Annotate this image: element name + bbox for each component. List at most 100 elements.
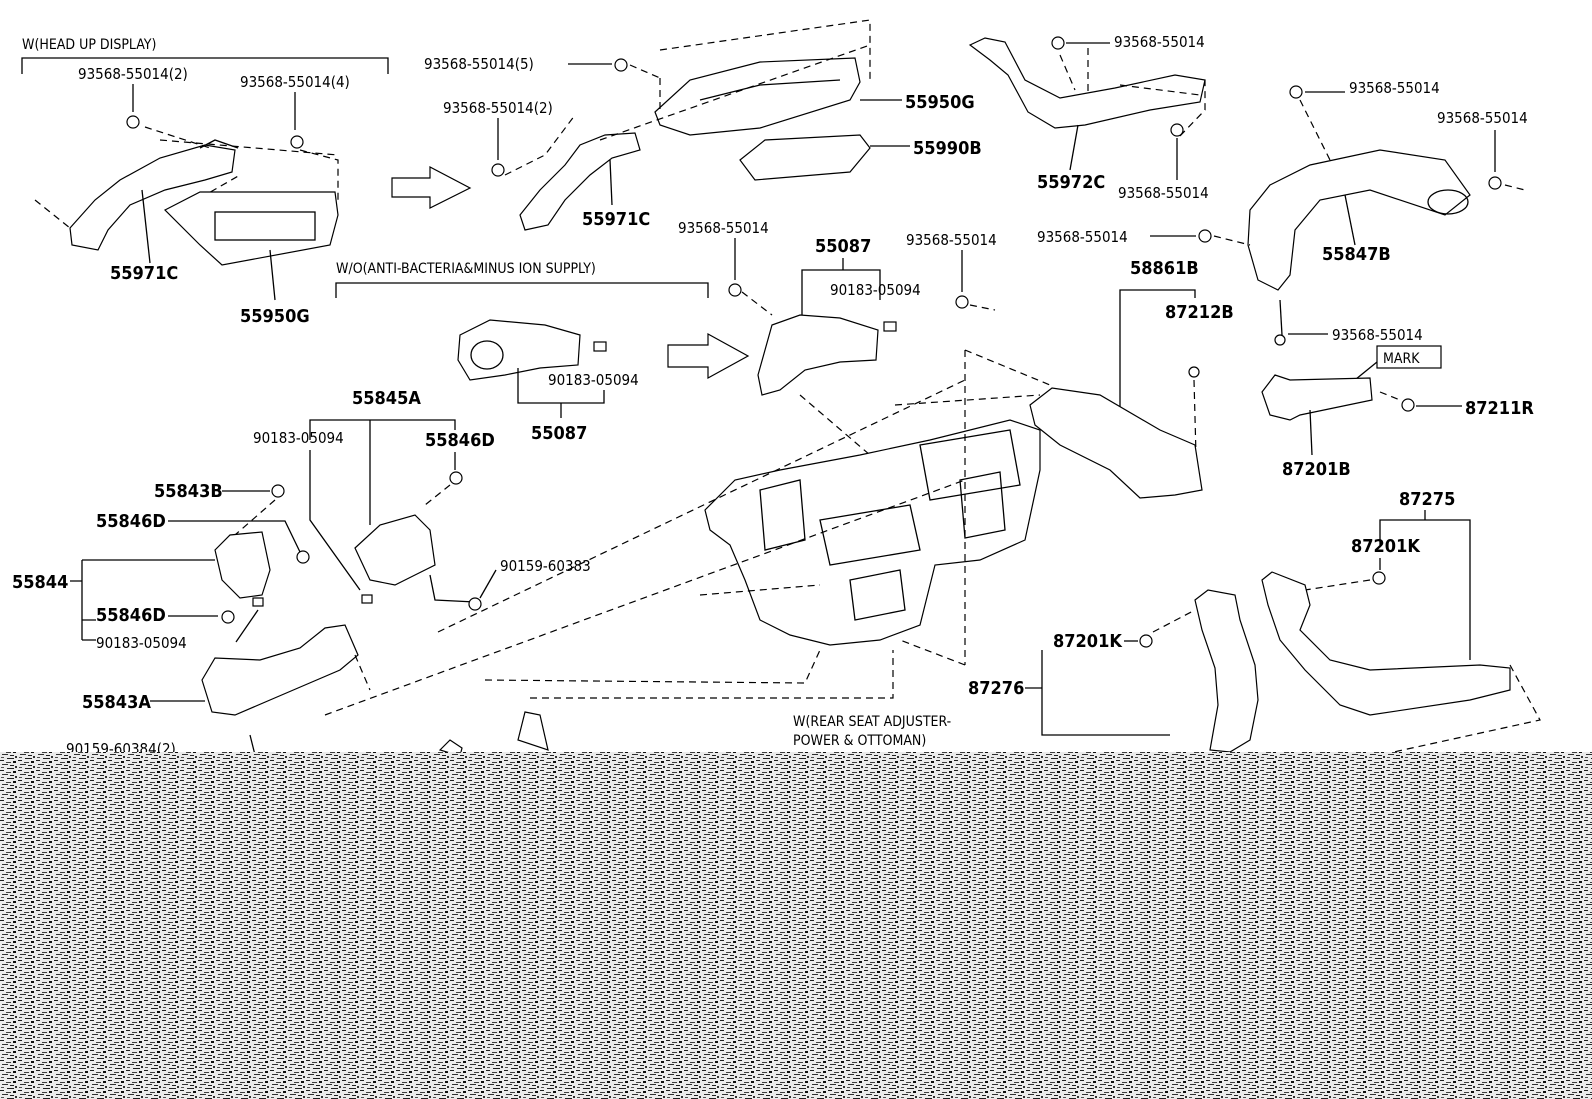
label-93568-55014-c2: 93568-55014 (906, 231, 997, 249)
label-58861b: 58861B (1130, 258, 1199, 279)
label-55950g-b: 55950G (905, 92, 975, 113)
screw-icon (468, 597, 482, 611)
leader-bracket (1119, 289, 1196, 420)
leader-bracket (1041, 650, 1170, 736)
screw-icon (1372, 571, 1386, 585)
duct-55843a-shape (201, 624, 359, 716)
clip-icon (1170, 123, 1184, 137)
leader-line (141, 189, 151, 264)
dashed-guide (299, 149, 339, 200)
duct-outline (199, 139, 239, 149)
dashed-guide (1299, 99, 1331, 161)
ion-unit-55087-installed-shape (757, 314, 879, 396)
screw-icon (296, 550, 310, 564)
screw-icon (449, 471, 463, 485)
clip-icon (955, 295, 969, 309)
clip-icon (1051, 36, 1065, 50)
clip-icon (1289, 85, 1303, 99)
duct-87276-group: 87201K 87276 W(REAR SEAT ADJUSTER- POWER… (793, 589, 1259, 753)
label-55846d-b: 55846D (96, 511, 166, 532)
panel-inner (214, 211, 316, 241)
label-93568-55014-mid: 93568-55014 (1118, 184, 1209, 202)
panel-55950g-shape (654, 57, 861, 136)
dashed-guide (1193, 379, 1197, 456)
screw-icon (1274, 334, 1286, 346)
label-87212b: 87212B (1165, 302, 1234, 323)
label-90183-05094-c: 90183-05094 (830, 281, 921, 299)
dashed-guide (437, 379, 966, 633)
label-90183-05094-a: 90183-05094 (253, 429, 344, 447)
screw-icon (1401, 398, 1415, 412)
screw-icon (1188, 366, 1200, 378)
head-up-display-group: W(HEAD UP DISPLAY) 93568-55014(2) 93568-… (21, 37, 389, 327)
duct-55845a-group: 55845A 90183-05094 55846D 90159-60383 (253, 379, 966, 633)
panel-ridge (699, 79, 841, 101)
label-93568-55014-c1: 93568-55014 (678, 219, 769, 237)
label-93568-55014-r2: 93568-55014 (1437, 109, 1528, 127)
hvac-unit (699, 349, 1051, 666)
anti-bacteria-note: W/O(ANTI-BACTERIA&MINUS ION SUPPLY) (336, 261, 596, 277)
dashed-guide (234, 499, 276, 536)
label-55087-b: 55087 (531, 423, 587, 444)
dashed-guide (1152, 609, 1196, 633)
clip-icon (1488, 176, 1502, 190)
leader-bracket (801, 269, 881, 330)
duct-87275-shape (1261, 571, 1511, 716)
label-87276: 87276 (968, 678, 1024, 699)
dashed-guide (1504, 184, 1526, 191)
dashed-guide (1379, 391, 1401, 401)
label-90183-05094-d: 90183-05094 (96, 634, 187, 652)
arrow-right-icon (667, 332, 750, 380)
label-93568-55014-5: 93568-55014(5) (424, 55, 534, 73)
rear-seat-note-2: POWER & OTTOMAN) (793, 733, 926, 749)
label-93568-55014-top: 93568-55014 (1114, 33, 1205, 51)
air-duct-55971c-shape (69, 144, 236, 251)
clip-icon (126, 115, 140, 129)
label-55950g-a: 55950G (240, 306, 310, 327)
label-55972c: 55972C (1037, 172, 1105, 193)
dashed-guide (1059, 48, 1089, 100)
ion-unit-55087-shape (457, 319, 581, 381)
label-87201k-b: 87201K (1053, 631, 1123, 652)
ion-unit-55087-group: 93568-55014 55087 93568-55014 90183-0509… (678, 219, 997, 456)
air-duct-55971c-b-shape (519, 132, 641, 231)
air-duct-58861b-shape (1029, 387, 1203, 499)
label-55971c-b: 55971C (582, 209, 650, 230)
leader-line (235, 609, 259, 643)
air-duct-55972c-shape (968, 37, 1206, 129)
duct-87275-group: 87275 87201K (1261, 489, 1541, 756)
label-93568-55014-r1: 93568-55014 (1349, 79, 1440, 97)
dashed-guide (424, 484, 451, 506)
screw-icon (271, 484, 285, 498)
hvac-blower-housing (919, 429, 1021, 501)
screw-icon (221, 610, 235, 624)
bracket-partial-shape (517, 711, 549, 751)
duct-55844-shape (214, 531, 271, 599)
label-55844: 55844 (12, 572, 68, 593)
hvac-filter-panel (819, 504, 921, 566)
label-55846d-c: 55846D (96, 605, 166, 626)
tray-55990b-shape (739, 134, 871, 181)
label-93568-55014-2b: 93568-55014(2) (443, 99, 553, 117)
leader-line (429, 574, 476, 603)
top-center-group: 93568-55014(5) 93568-55014(2) 55950G 559… (424, 19, 982, 231)
dashed-guide (741, 291, 773, 316)
leader-bracket (70, 559, 215, 641)
duct-55845a-shape (354, 514, 436, 586)
leader-line (609, 159, 613, 206)
hvac-detail (759, 471, 1006, 621)
label-93568-55014-r4: 93568-55014 (1332, 326, 1423, 344)
clip-icon (361, 594, 373, 604)
hvac-unit-shape (704, 419, 1041, 646)
label-90183-05094-b: 90183-05094 (548, 371, 639, 389)
label-55845a: 55845A (352, 388, 421, 409)
anti-bacteria-bracket (335, 282, 709, 298)
label-55847b: 55847B (1322, 244, 1391, 265)
label-55843b: 55843B (154, 481, 223, 502)
clip-icon (1198, 229, 1212, 243)
rear-seat-note-1: W(REAR SEAT ADJUSTER- (793, 714, 951, 730)
duct-55844-group: 55843B 55846D 55844 55846D 90183-05094 (12, 481, 310, 652)
screw-shank (249, 734, 256, 756)
label-90159-60383: 90159-60383 (500, 557, 591, 575)
